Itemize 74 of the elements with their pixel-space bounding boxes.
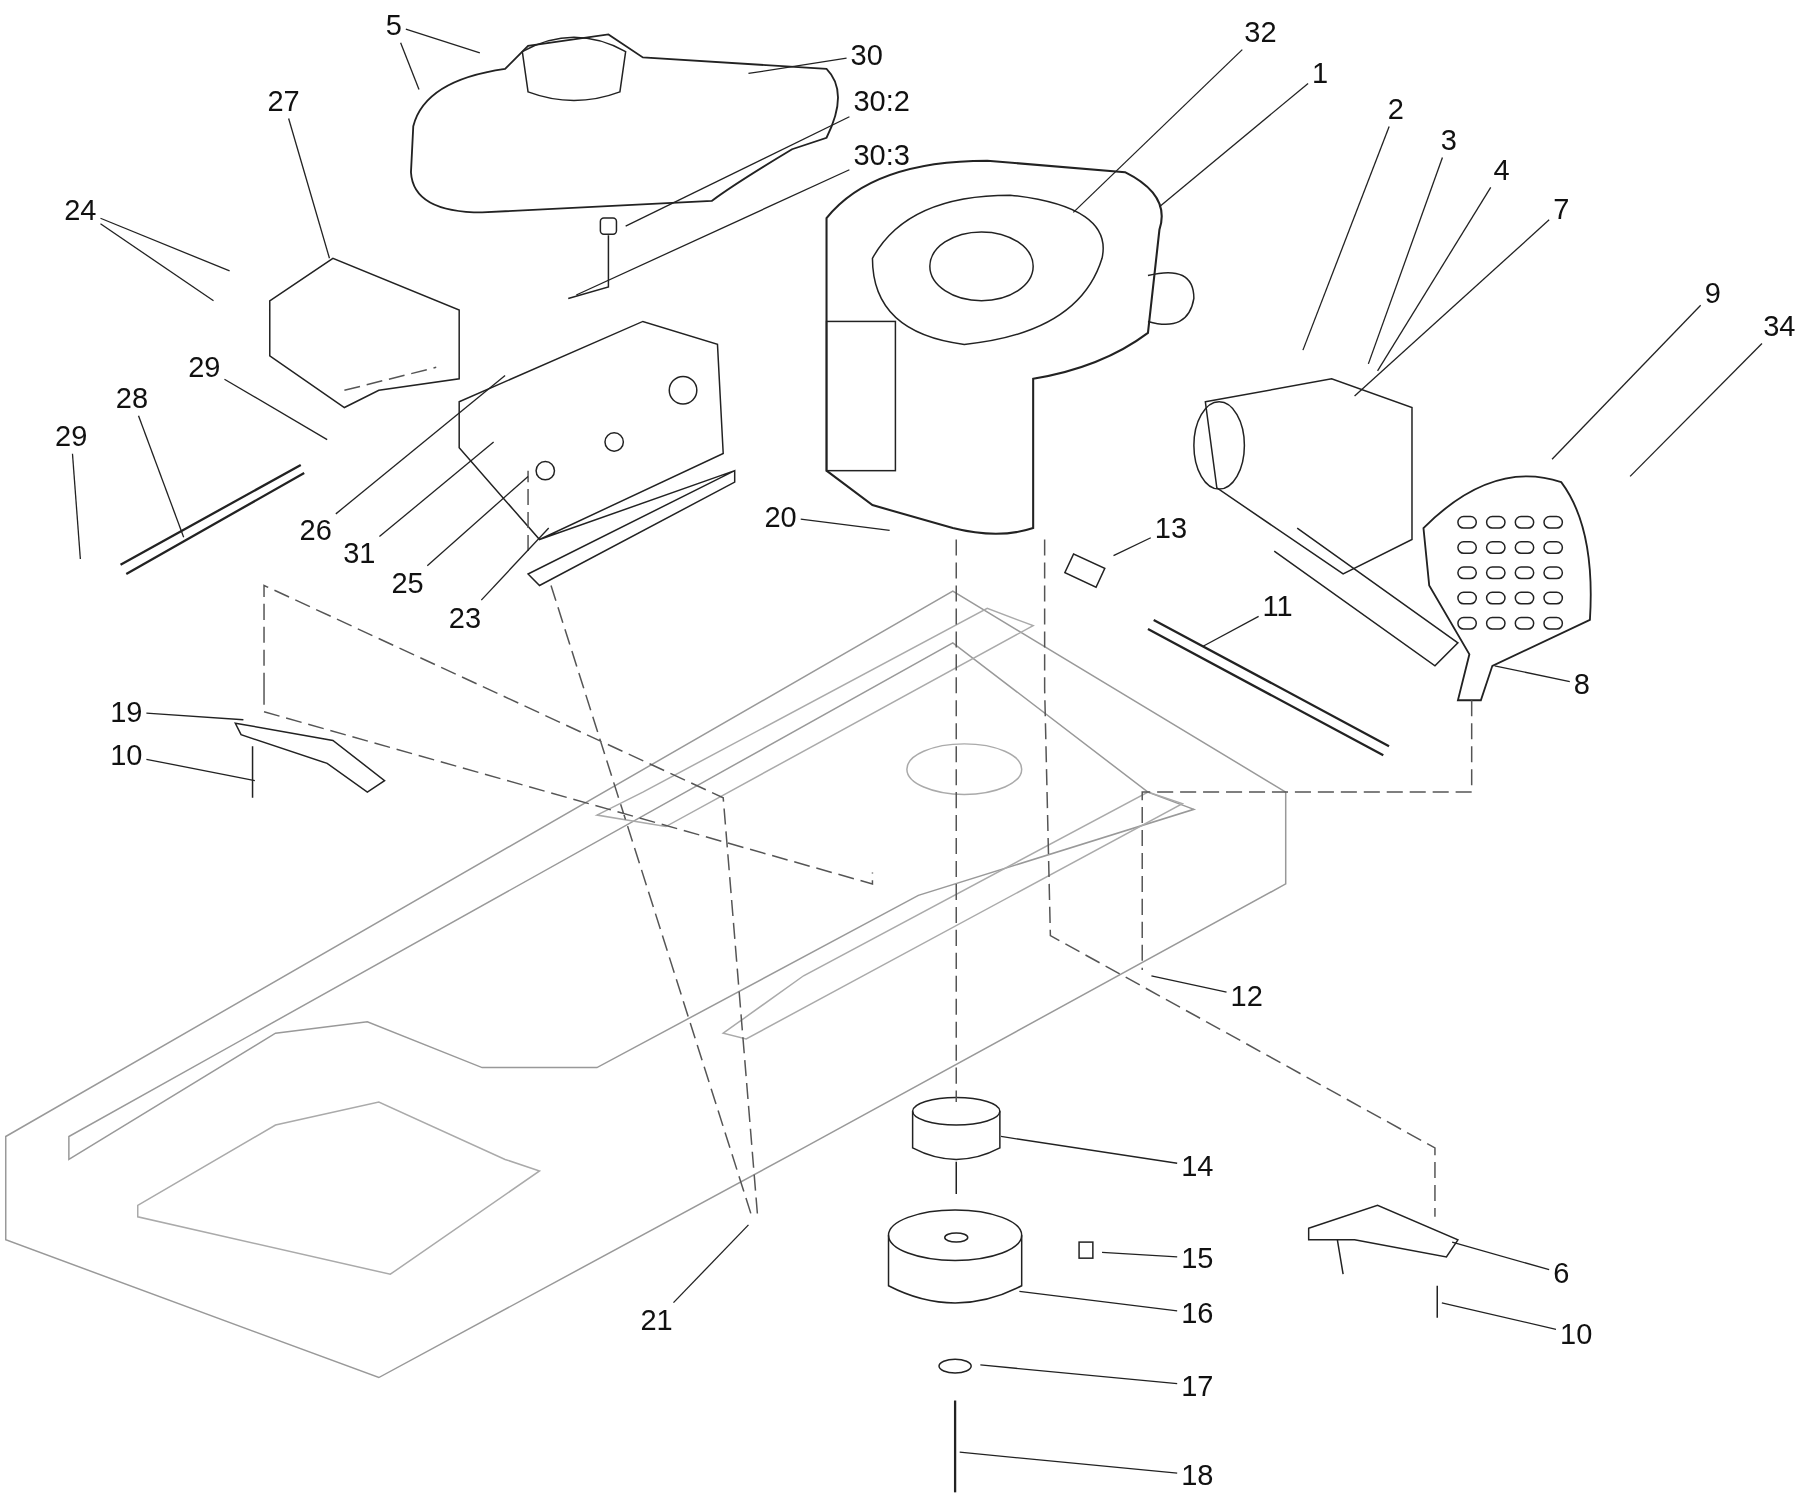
leader-line — [99, 223, 215, 302]
leader-line — [335, 374, 506, 515]
leader-line — [747, 57, 848, 75]
leader-line — [1353, 219, 1550, 397]
leader-line — [1629, 342, 1763, 478]
leader-line — [1302, 125, 1390, 351]
leader-line — [405, 28, 481, 54]
leader-line — [1018, 1290, 1178, 1312]
callout-number: 21 — [638, 1304, 675, 1336]
callout-number: 17 — [1179, 1370, 1216, 1402]
leader-line — [145, 758, 256, 782]
callout-number: 30:2 — [851, 85, 912, 117]
leader-line — [1158, 82, 1309, 208]
leader-line — [1451, 1241, 1550, 1271]
callout-number: 29 — [53, 420, 90, 452]
leader-line — [672, 1224, 750, 1304]
leader-line — [99, 217, 231, 272]
callout-number: 4 — [1491, 154, 1512, 186]
callout-number: 30:3 — [851, 139, 912, 171]
callout-number: 3 — [1438, 124, 1459, 156]
callout-number: 29 — [186, 351, 223, 383]
callout-number: 10 — [108, 739, 145, 771]
callout-number: 31 — [341, 537, 378, 569]
leader-line — [1551, 304, 1702, 460]
leader-line — [1367, 156, 1444, 365]
callout-number: 16 — [1179, 1297, 1216, 1329]
leader-line — [1376, 186, 1492, 372]
callout-number: 14 — [1179, 1150, 1216, 1182]
callout-number: 28 — [113, 382, 151, 414]
callout-number: 34 — [1761, 310, 1798, 342]
leader-line — [145, 712, 244, 721]
callout-number: 30 — [848, 39, 885, 71]
leader-line — [1494, 665, 1571, 683]
callout-number: 2 — [1385, 93, 1406, 125]
callout-number: 10 — [1558, 1318, 1595, 1350]
leader-line — [378, 441, 495, 538]
callout-number: 12 — [1228, 980, 1265, 1012]
leader-line — [288, 117, 331, 259]
leader-line — [959, 1451, 1178, 1474]
leader-line — [575, 169, 851, 296]
callout-number: 27 — [265, 85, 302, 117]
leader-line — [137, 415, 185, 538]
leader-line — [625, 116, 851, 227]
callout-number: 7 — [1551, 193, 1572, 225]
leader-line — [1202, 615, 1260, 647]
leader-line — [1441, 1302, 1557, 1330]
callout-number: 13 — [1152, 512, 1190, 544]
callout-number: 24 — [62, 194, 99, 226]
leader-line — [426, 475, 529, 567]
leader-line — [1101, 1251, 1178, 1258]
callout-number: 23 — [446, 602, 484, 634]
leader-line — [800, 518, 891, 531]
callout-number: 1 — [1310, 57, 1331, 89]
leader-line — [71, 453, 81, 560]
callout-number: 5 — [383, 9, 404, 41]
callout-number: 20 — [762, 501, 799, 533]
callout-number: 18 — [1179, 1459, 1216, 1491]
leader-line — [223, 378, 328, 441]
callout-number: 8 — [1571, 668, 1592, 700]
leader-line — [979, 1364, 1178, 1385]
leader-line — [399, 42, 420, 91]
callout-number: 26 — [297, 514, 334, 546]
leader-line — [1150, 975, 1228, 993]
leader-line — [480, 527, 550, 601]
callout-number: 9 — [1702, 277, 1723, 309]
leader-line — [1112, 537, 1152, 557]
callout-number: 19 — [108, 696, 145, 728]
callout-number: 15 — [1179, 1242, 1216, 1274]
leader-line — [1000, 1135, 1178, 1164]
callout-number: 6 — [1551, 1257, 1572, 1289]
callout-number: 32 — [1242, 16, 1279, 48]
callout-number: 25 — [389, 567, 426, 599]
callout-number: 11 — [1260, 590, 1295, 622]
leader-line — [1072, 49, 1243, 213]
